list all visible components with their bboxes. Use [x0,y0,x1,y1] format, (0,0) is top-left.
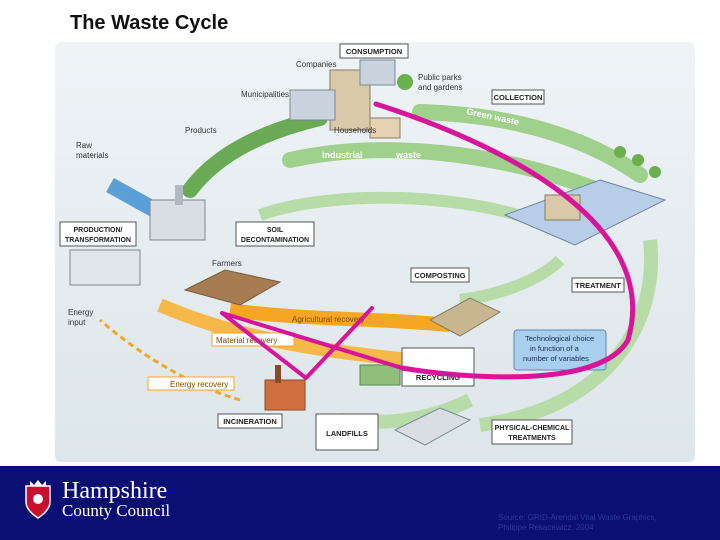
agricultural-recovery-flow [229,303,451,332]
svg-text:COMPOSTING: COMPOSTING [414,271,465,280]
products-flow [182,110,328,198]
svg-text:COLLECTION: COLLECTION [494,93,543,102]
farm-field [183,269,282,306]
annotation-curve [373,101,636,380]
physical-chemical-site [393,407,472,446]
svg-text:in function of a: in function of a [530,344,580,353]
source-credit: Source: GRID-Arendal Vital Waste Graphic… [498,513,708,533]
svg-text:PHYSICAL-CHEMICAL: PHYSICAL-CHEMICAL [495,425,570,432]
city-buildings [289,59,413,139]
svg-text:number of variables: number of variables [523,354,589,363]
svg-text:TRANSFORMATION: TRANSFORMATION [65,237,131,244]
composting-site [428,297,502,337]
energy-recovery-flow [99,318,241,402]
technological-choice-note: Technological choice in function of a nu… [513,329,607,371]
svg-text:CONSUMPTION: CONSUMPTION [346,47,402,56]
production-box: PRODUCTION/ TRANSFORMATION [59,221,137,247]
green-waste-flow [412,104,648,183]
incineration-box: INCINERATION [217,413,283,429]
source-line-1: Source: GRID-Arendal Vital Waste Graphic… [498,513,657,522]
svg-text:PRODUCTION/: PRODUCTION/ [74,227,123,234]
source-line-2: Philippe Rekacewicz, 2004 [498,523,594,532]
footer-bar [0,466,720,540]
label-raw-2: materials [76,151,108,160]
collection-box: COLLECTION [491,89,545,105]
arrow-label-energy-box: Energy recovery [147,376,235,391]
incineration-site [264,365,306,411]
label-energy-2: input [68,318,86,327]
outer-return-flow [479,239,659,432]
label-energy-1: Energy [68,308,93,317]
svg-text:Energy recovery: Energy recovery [170,380,228,389]
label-products: Products [185,126,217,135]
label-parks-1: Public parks [418,73,462,82]
arrow-label-agricultural: Agricultural recovery [292,315,365,324]
svg-text:TREATMENT: TREATMENT [575,281,621,290]
annotation-triangle [220,306,404,380]
soil-decontamination-box: SOIL DECONTAMINATION [235,221,315,247]
raw-materials-flow [106,178,159,217]
org-name: Hampshire [62,478,168,504]
svg-text:LANDFILLS: LANDFILLS [326,429,368,438]
treatment-box: TREATMENT [571,277,625,293]
label-households: Households [334,126,376,135]
label-raw-1: Raw [76,141,92,150]
svg-text:INCINERATION: INCINERATION [223,417,277,426]
hampshire-crest-icon [25,480,51,519]
svg-text:RECYCLING: RECYCLING [416,373,460,382]
factory-buildings [69,185,206,286]
compost-flow [459,255,565,306]
label-parks-2: and gardens [418,83,462,92]
recycling-site [359,364,401,386]
physical-chemical-box: PHYSICAL-CHEMICAL TREATMENTS [491,419,573,445]
landfills-box: LANDFILLS [315,413,379,451]
arrow-label-waste: waste [395,150,421,160]
composting-box: COMPOSTING [410,267,470,283]
label-municipalities: Municipalities [241,90,289,99]
arrow-label-industrial: Industrial [322,150,363,160]
label-farmers: Farmers [212,259,242,268]
org-subname: County Council [62,501,171,520]
consumption-box: CONSUMPTION [339,43,409,59]
svg-text:TREATMENTS: TREATMENTS [508,435,556,442]
svg-text:Technological choice: Technological choice [525,334,594,343]
slide-title: The Waste Cycle [70,12,229,34]
label-companies: Companies [296,60,336,69]
waste-cycle-diagram: CONSUMPTION COLLECTION TREATMENT PRODUCT… [55,42,695,462]
industrial-waste-flow [282,142,618,203]
svg-text:SOIL: SOIL [267,227,284,234]
svg-text:Material recovery: Material recovery [216,336,277,345]
svg-text:DECONTAMINATION: DECONTAMINATION [241,237,309,244]
recycling-box: RECYCLING [401,347,475,387]
